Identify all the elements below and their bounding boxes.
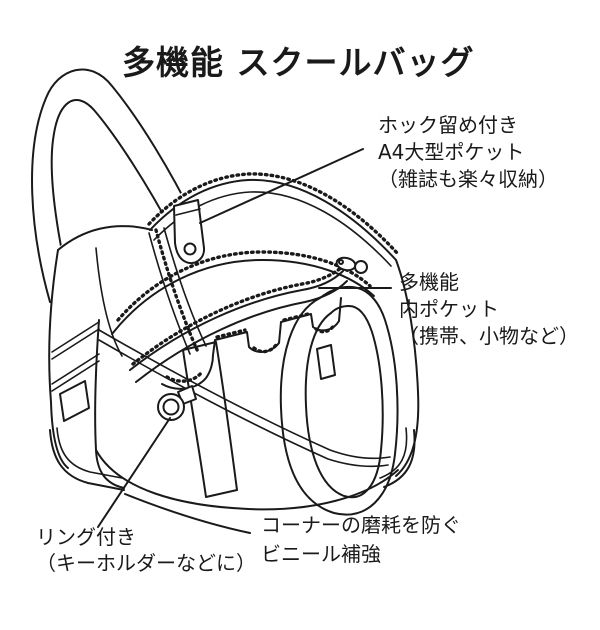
annotation-line: コーナーの磨耗を防ぐ [261,513,461,537]
annotation-inner-pocket: 多機能 内ポケット （携帯、小物など） [399,269,579,350]
snap-button [183,242,197,256]
annotation-line: リング付き [36,525,136,549]
zipper-dots-top [147,172,400,256]
annotation-line: （キーホルダーなどに） [36,551,256,575]
annotation-line: 多機能 [399,270,459,294]
snap-tab [173,199,206,265]
page-title: 多機能 スクールバッグ [122,43,475,82]
leader-ring [97,417,171,528]
vinyl-corner-left [49,427,125,491]
zipper-pull [335,256,368,274]
vinyl-corner-right [379,427,416,488]
annotation-line: ビニール補強 [261,542,381,566]
leader-corner [124,493,251,534]
bag-body [48,169,421,511]
annotation-line: ホック留め付き [378,113,518,137]
zipper-dots-flap [154,228,200,354]
a4-pocket-edge [111,259,375,335]
leader-lines [97,148,392,534]
d-ring [157,385,197,421]
strap-keeper [316,344,336,380]
side-panel-bands [51,321,100,422]
side-pocket-tab [59,380,90,422]
annotation-line: （携帯、小物など） [399,324,579,348]
inner-organizer-pockets [161,297,342,390]
annotation-line: 内ポケット [399,297,499,321]
annotation-line: A4大型ポケット [378,140,525,164]
annotation-line: （雑誌も楽々収納） [378,167,558,191]
leader-a4-pocket [199,148,364,224]
annotation-ring: リング付き （キーホルダーなどに） [36,524,256,576]
annotation-a4-pocket: ホック留め付き A4大型ポケット （雑誌も楽々収納） [378,112,558,193]
annotation-corner: コーナーの磨耗を防ぐ ビニール補強 [261,511,461,569]
zipper-dots-mouth [131,263,346,366]
